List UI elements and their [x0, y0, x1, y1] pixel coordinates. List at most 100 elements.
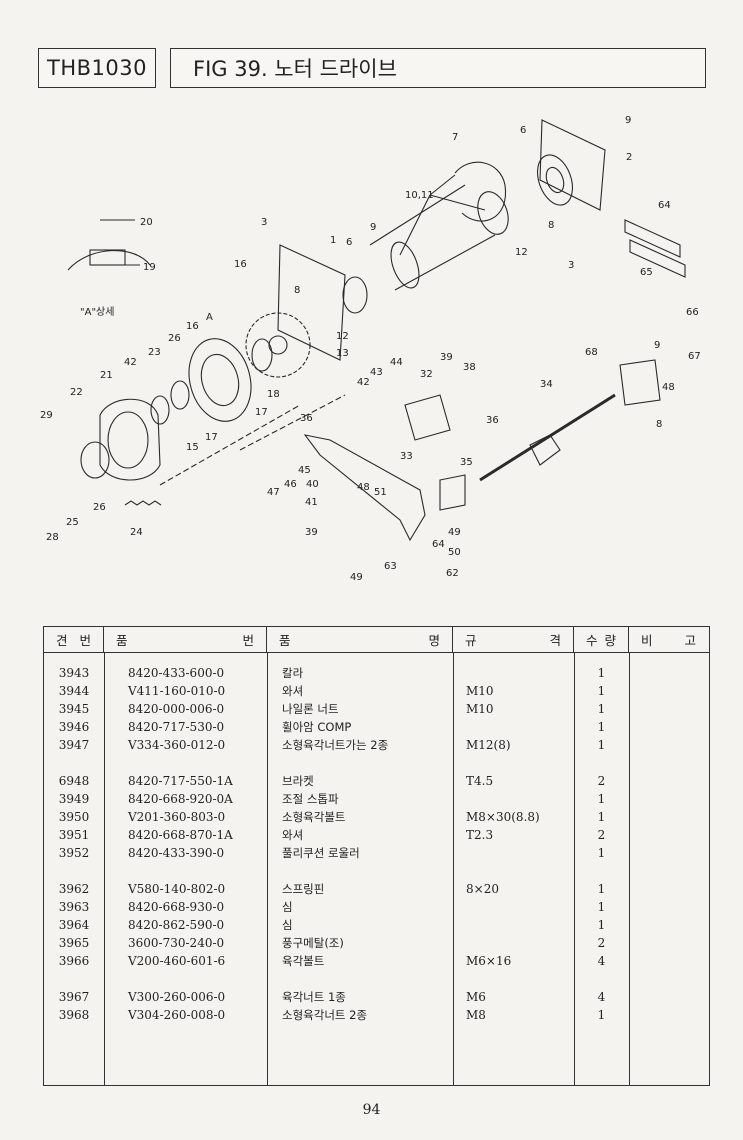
part-index-cell: 3944: [58, 684, 90, 698]
callout-label: 7: [452, 132, 458, 143]
part-number-cell: 8420-668-870-1A: [128, 828, 233, 842]
part-name-cell: 육각볼트: [282, 954, 325, 968]
part-index-cell: 3962: [58, 882, 90, 896]
quantity-cell: 1: [597, 1008, 606, 1022]
plate-strip-shape: [629, 239, 686, 278]
callout-label: 3: [568, 260, 574, 271]
callout-label: 8: [548, 220, 554, 231]
remark-cell: [629, 808, 708, 826]
figure-title: FIG 39. 노터 드라이브: [193, 57, 397, 81]
part-name-cell: 심: [282, 918, 293, 932]
remark-cell: [629, 952, 708, 970]
detail-shaft-shape: [67, 250, 151, 271]
spec-cell: T2.3: [466, 828, 494, 842]
callout-label: 9: [370, 222, 376, 233]
callout-label: 64: [658, 200, 671, 211]
part-name-cell: 와셔: [282, 684, 304, 698]
quantity-cell: 1: [597, 738, 606, 752]
callout-label: 15: [186, 442, 199, 453]
detail-a-label: "A"상세: [80, 306, 114, 318]
callout-label: 6: [346, 237, 352, 248]
callout-label: 18: [267, 389, 280, 400]
quantity-cell: 1: [597, 720, 606, 734]
part-name-cell: 육각너트 1종: [282, 990, 346, 1004]
callout-label: 23: [148, 347, 161, 358]
bracket-stand-shape: [404, 394, 451, 441]
part-name-cell: 와셔: [282, 828, 304, 842]
remark-cell: [629, 664, 708, 682]
remark-cell: [629, 934, 708, 952]
sprocket-shape: [245, 312, 311, 378]
drive-cap-shape: [80, 441, 110, 479]
part-name-cell: 나일론 너트: [282, 702, 339, 716]
spec-cell: [453, 898, 574, 916]
figure-title-box: FIG 39. 노터 드라이브: [170, 48, 706, 88]
spec-cell: [453, 718, 574, 736]
callout-label: 48: [662, 382, 675, 393]
part-name-cell: 스프링핀: [282, 882, 325, 896]
callout-label: 36: [300, 413, 313, 424]
quantity-cell: 1: [597, 702, 606, 716]
remark-cell: [629, 844, 708, 862]
part-index-cell: 3949: [58, 792, 90, 806]
drive-housing-shape: [99, 398, 161, 481]
callout-label: 16: [186, 321, 199, 332]
callout-label: 65: [640, 267, 653, 278]
part-number-cell: 8420-717-530-0: [128, 720, 225, 734]
part-number-cell: 8420-717-550-1A: [128, 774, 233, 788]
housing-end-shape: [390, 241, 420, 289]
quantity-cell: 1: [597, 900, 606, 914]
quantity-cell: 1: [597, 792, 606, 806]
part-index-cell: 3966: [58, 954, 90, 968]
leader-line: [399, 194, 431, 256]
pulley-inner-shape: [200, 353, 240, 407]
callout-label: 63: [384, 561, 397, 572]
callout-label: 43: [370, 367, 383, 378]
page-number: 94: [362, 1102, 381, 1118]
arm-shape: [303, 434, 426, 542]
part-index-cell: 3965: [58, 936, 90, 950]
exploded-parts-diagram: "A"상세 A 7 6 9 2 10,11 8 12 3 64 65 3 9 1…: [40, 115, 701, 583]
callout-label: 64: [432, 539, 445, 550]
bearing-ring-shape: [251, 338, 273, 372]
sprocket-hub-shape: [268, 335, 288, 355]
bracket-shape: [439, 474, 466, 511]
callout-label: 2: [626, 152, 632, 163]
callout-label: 9: [625, 115, 631, 126]
spec-cell: M10: [466, 684, 494, 698]
part-number-cell: 8420-862-590-0: [128, 918, 225, 932]
model-code-box: THB1030: [38, 48, 156, 88]
callout-label: 21: [100, 370, 113, 381]
callout-label: 3: [261, 217, 267, 228]
quantity-cell: 4: [597, 954, 606, 968]
leader-line: [429, 194, 486, 211]
spec-cell: [453, 664, 574, 682]
plate-bracket-shape: [539, 119, 606, 211]
part-index-cell: 3950: [58, 810, 90, 824]
callout-label: 17: [205, 432, 218, 443]
callout-label: 42: [124, 357, 137, 368]
part-index-cell: 3951: [58, 828, 90, 842]
leader-line: [429, 174, 456, 196]
part-number-cell: 8420-668-920-0A: [128, 792, 233, 806]
callout-label: 13: [336, 348, 349, 359]
callout-label: 66: [686, 307, 699, 318]
callout-label: 25: [66, 517, 79, 528]
pulley-drum-shape: [454, 161, 507, 222]
spec-cell: M10: [466, 702, 494, 716]
quantity-cell: 1: [597, 810, 606, 824]
housing-line: [369, 184, 466, 246]
spec-cell: [453, 844, 574, 862]
plate-shape: [277, 244, 346, 361]
